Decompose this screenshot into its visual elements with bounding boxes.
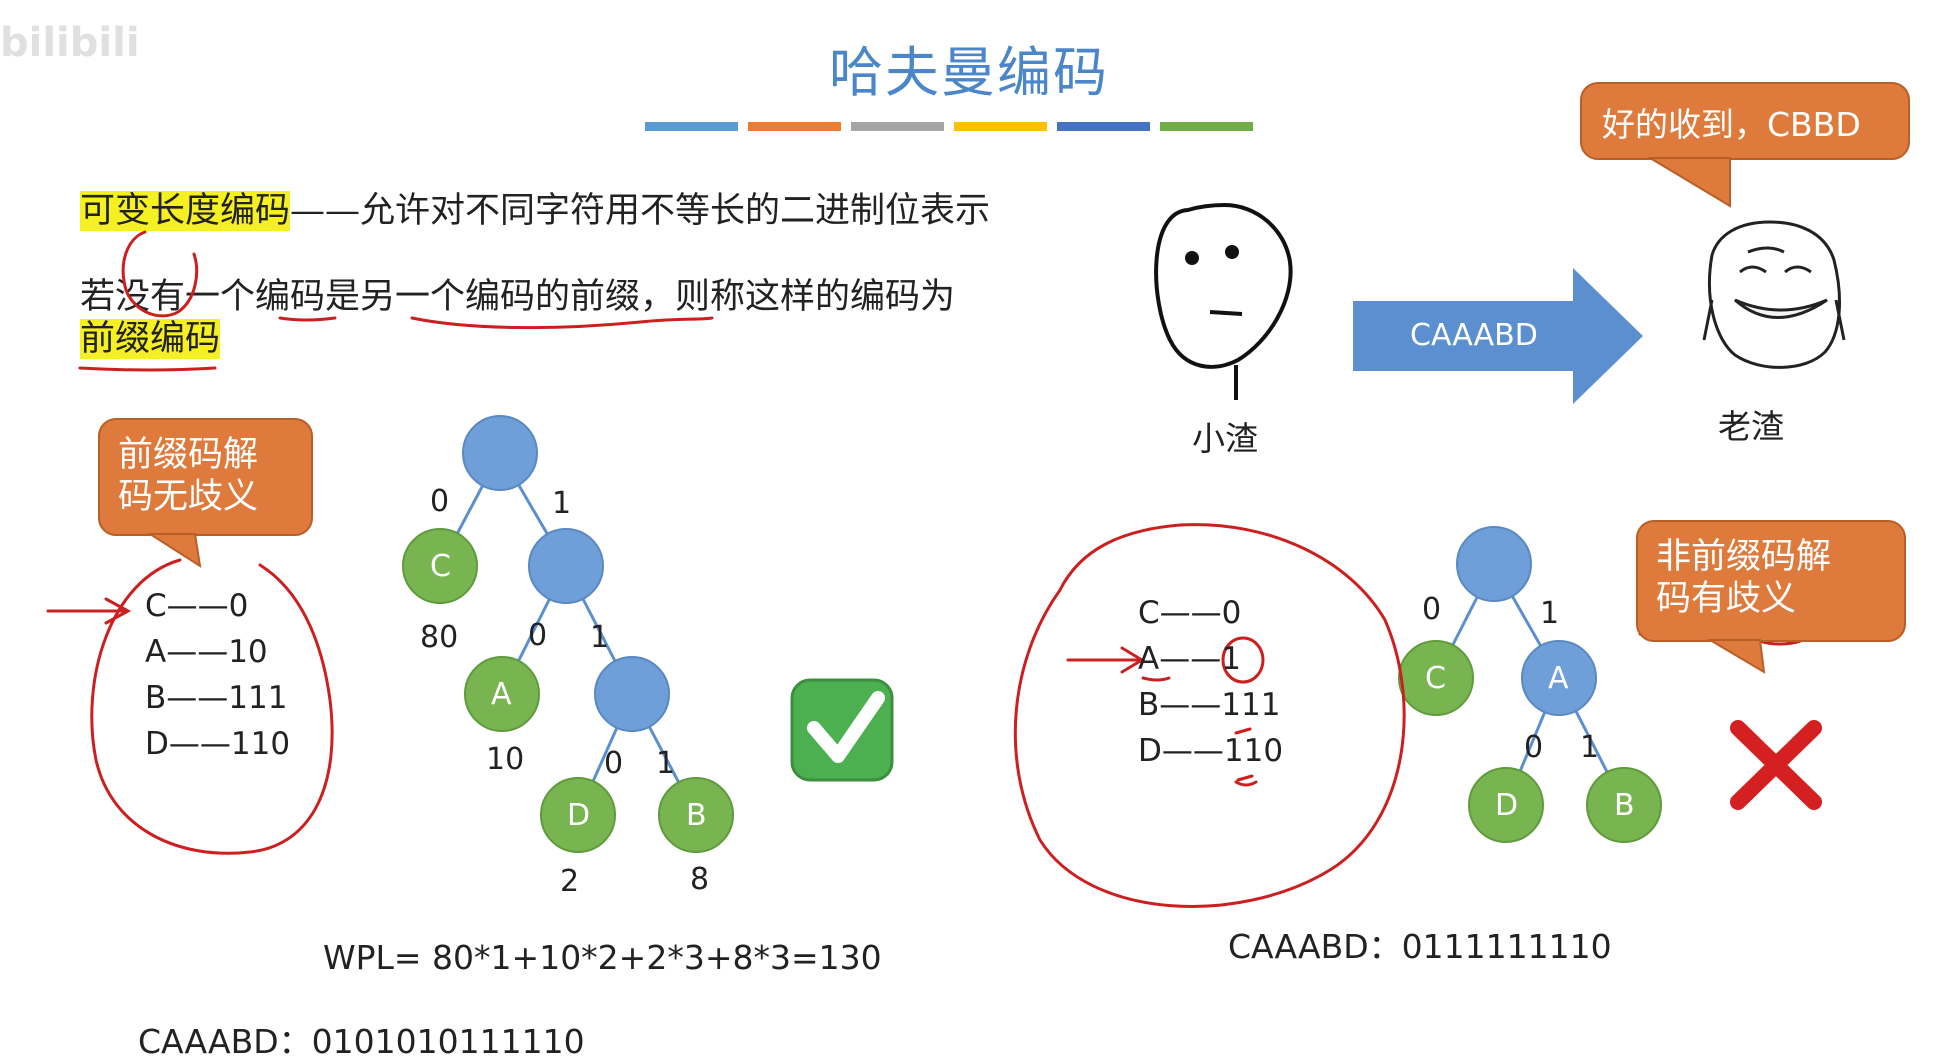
prefix-callout: 前缀码解 码无歧义	[98, 418, 313, 536]
right-node-c-label: C	[1425, 661, 1446, 696]
definition-line: 可变长度编码——允许对不同字符用不等长的二进制位表示	[80, 182, 990, 233]
left-leaf-d-label: D	[567, 798, 591, 833]
prefix-sentence: 若没有一个编码是另一个编码的前缀，则称这样的编码为	[80, 277, 956, 317]
left-leaf-b-label: B	[686, 798, 707, 833]
check-mark-icon	[790, 678, 894, 782]
right-node-a	[1521, 640, 1597, 716]
wpl-formula: WPL= 80*1+10*2+2*3+8*3=130	[323, 938, 882, 977]
left-leaf-a-weight: 10	[486, 742, 525, 777]
right-node-a-label: A	[1548, 661, 1569, 696]
left-code-a: A——10	[145, 634, 268, 670]
right-node-c	[1398, 640, 1474, 716]
left-encoding: CAAABD：0101010111110	[138, 1022, 585, 1061]
nonprefix-callout: 非前缀码解 码有歧义	[1636, 520, 1906, 642]
right-node-d	[1468, 767, 1544, 843]
right-root-node	[1456, 526, 1532, 602]
left-leaf-d-weight: 2	[560, 864, 580, 899]
speech-bubble-text: 好的收到，CBBD	[1602, 105, 1861, 144]
prefix-callout-line1: 前缀码解	[118, 435, 259, 475]
sender-label: 小渣	[1192, 419, 1258, 458]
right-node-b-label: B	[1614, 788, 1635, 823]
cross-mark-icon	[1730, 720, 1822, 810]
left-leaf-a-label: A	[491, 677, 512, 712]
title-bar-2	[748, 122, 841, 131]
definition-text: ——允许对不同字符用不等长的二进制位表示	[290, 191, 991, 231]
title-bar-4	[954, 122, 1047, 131]
message-arrow	[1353, 268, 1643, 404]
speech-bubble-top: 好的收到，CBBD	[1580, 82, 1910, 160]
left-code-c: C——0	[145, 588, 249, 624]
title-bar-1	[645, 122, 738, 131]
left-edge-root-left: 0	[430, 484, 450, 519]
left-edge-n1-right: 1	[590, 620, 610, 655]
watermark-logo: bilibili	[0, 20, 140, 66]
variable-length-term: 可变长度编码	[80, 191, 291, 231]
left-leaf-c-label: C	[430, 549, 451, 584]
right-encoding: CAAABD：0111111110	[1228, 927, 1612, 966]
arrow-label: CAAABD	[1410, 318, 1538, 353]
title-bar-6	[1160, 122, 1253, 131]
left-inner-node-1	[528, 528, 604, 604]
prefix-code-term: 前缀编码	[80, 319, 221, 359]
left-inner-node-2	[594, 656, 670, 732]
title-bar-5	[1057, 122, 1150, 131]
prefix-term-line: 前缀编码	[80, 310, 221, 361]
left-leaf-a	[464, 656, 540, 732]
right-code-b: B——111	[1138, 687, 1281, 723]
left-code-b: B——111	[145, 680, 288, 716]
right-node-d-label: D	[1495, 788, 1519, 823]
left-edge-root-right: 1	[552, 486, 572, 521]
left-edge-n2-left: 0	[604, 746, 624, 781]
left-leaf-c-weight: 80	[420, 620, 459, 655]
left-leaf-b	[658, 777, 734, 853]
receiver-label: 老渣	[1718, 407, 1784, 446]
nonprefix-callout-line2: 码有歧义	[1656, 579, 1797, 619]
title-bar-3	[851, 122, 944, 131]
left-code-d: D——110	[145, 726, 291, 762]
right-edge-a-right: 1	[1580, 730, 1600, 765]
nonprefix-callout-line1: 非前缀码解	[1656, 537, 1832, 577]
right-edge-root-right: 1	[1540, 596, 1560, 631]
right-node-b	[1586, 767, 1662, 843]
left-leaf-b-weight: 8	[690, 862, 710, 897]
left-leaf-d	[540, 777, 616, 853]
right-code-d: D——110	[1138, 733, 1284, 769]
prefix-callout-line2: 码无歧义	[118, 477, 259, 517]
left-leaf-c	[402, 528, 478, 604]
page-title: 哈夫曼编码	[829, 41, 1109, 104]
nonprefix-callout-tail	[1706, 639, 1766, 674]
right-edge-a-left: 0	[1524, 730, 1544, 765]
right-code-c: C——0	[1138, 595, 1242, 631]
right-code-a: A——1	[1138, 641, 1241, 677]
left-edge-n1-left: 0	[528, 618, 548, 653]
right-edge-root-left: 0	[1422, 592, 1442, 627]
left-root-node	[462, 415, 538, 491]
speech-bubble-tail	[1646, 157, 1731, 208]
sender-face-icon	[1154, 202, 1293, 400]
left-edge-n2-right: 1	[656, 746, 676, 781]
receiver-face-icon	[1702, 220, 1846, 369]
